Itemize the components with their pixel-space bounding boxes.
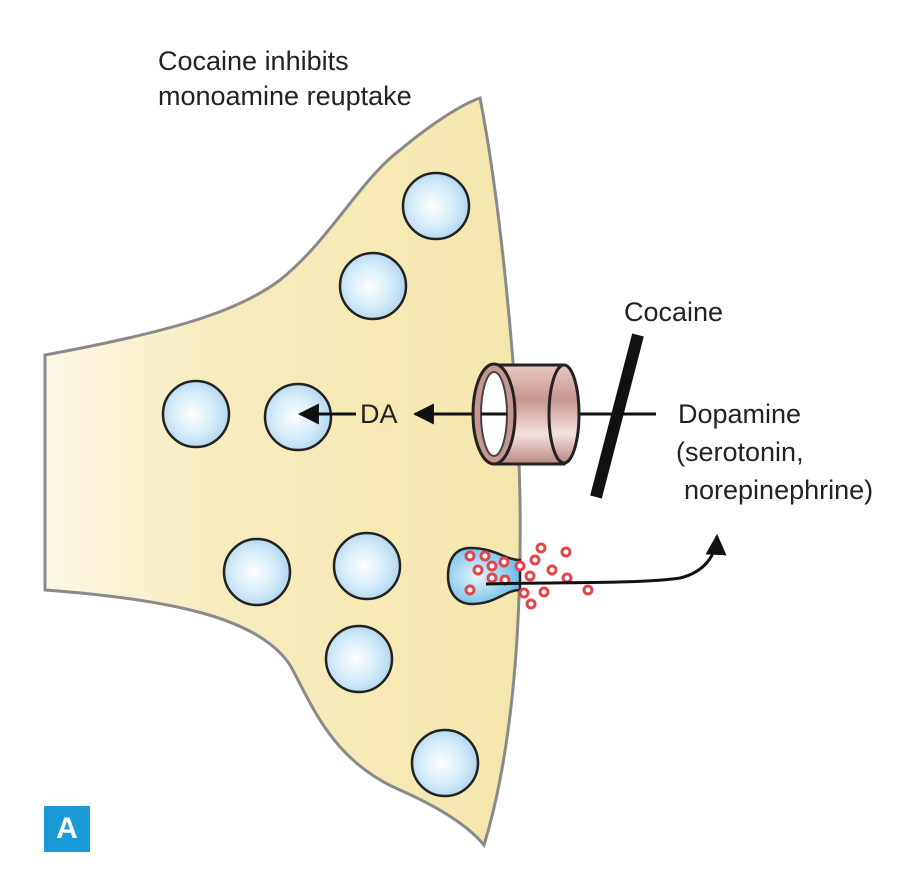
cocaine-block-bar <box>590 333 644 499</box>
panel-letter: A <box>56 812 78 845</box>
vesicle <box>410 728 480 798</box>
dopamine-molecules <box>464 542 594 610</box>
vesicle <box>222 537 292 607</box>
release-arrow <box>485 533 727 586</box>
da-label: DA <box>360 398 398 430</box>
vesicle <box>338 251 408 321</box>
vesicle <box>332 531 402 601</box>
reuptake-transporter <box>471 362 581 466</box>
panel-letter-background <box>44 806 90 852</box>
serotonin-label: (serotonin, <box>676 437 804 467</box>
dopamine-label: Dopamine <box>678 399 802 429</box>
cocaine-label: Cocaine <box>624 297 724 327</box>
vesicle <box>324 624 394 694</box>
vesicle <box>161 379 231 449</box>
norepinephrine-label: norepinephrine) <box>684 475 874 505</box>
vesicle <box>263 382 333 452</box>
caption-line-1: Cocaine inhibits <box>158 46 349 76</box>
caption-line-2: monoamine reuptake <box>158 81 412 111</box>
vesicle <box>401 171 471 241</box>
